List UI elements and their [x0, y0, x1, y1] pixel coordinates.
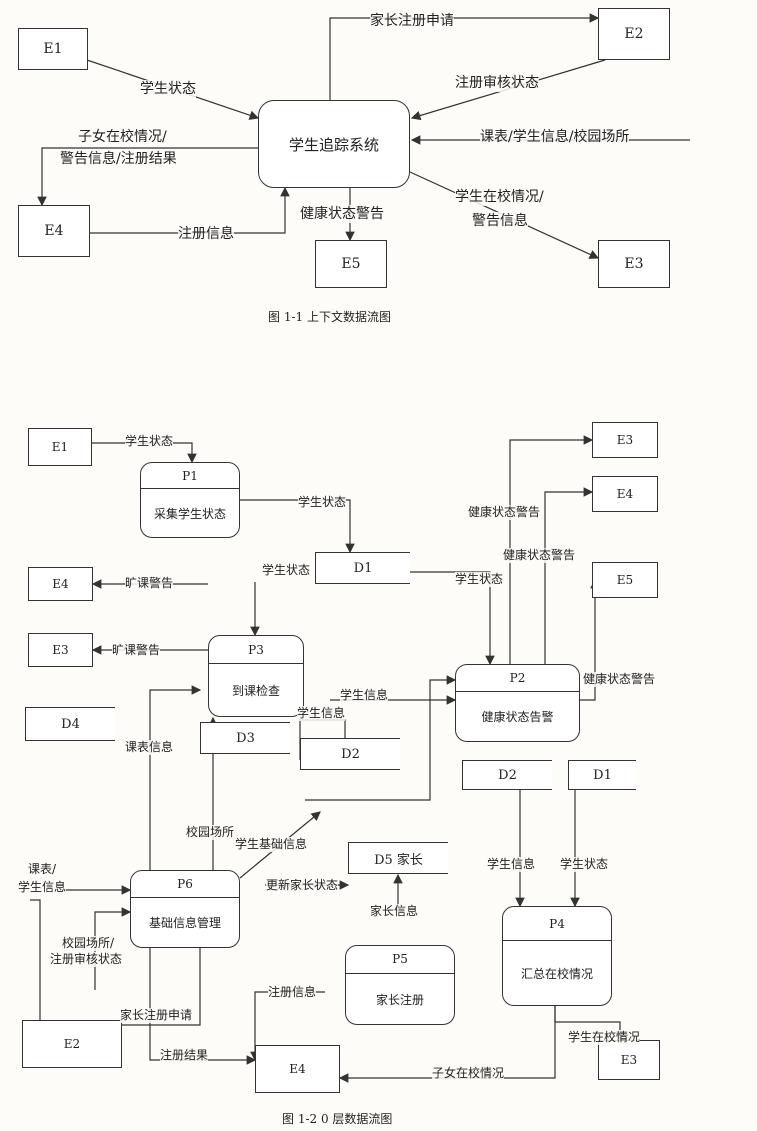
entity-e1: E1	[18, 28, 88, 70]
flow-timetable-line1: 课表/	[28, 862, 57, 877]
flow-p1-status: 学生状态	[298, 495, 347, 510]
flow-sinfo-p2: 学生信息	[340, 688, 389, 703]
store-d5-parent: D5 家长	[348, 842, 448, 874]
flow-review-status: 注册审核状态	[455, 74, 539, 92]
flow-register-info: 注册信息	[268, 985, 317, 1000]
process-p2: P2 健康状态告警	[455, 664, 580, 742]
flow-parent-info: 家长信息	[370, 904, 419, 919]
flow-school-info-line1: 学生在校情况/	[455, 188, 544, 206]
flow-parent-apply: 家长注册申请	[120, 1008, 193, 1023]
flow-health-alert: 健康状态警告	[300, 205, 384, 223]
entity-e5: E5	[315, 240, 387, 288]
flow-campus: 校园场所	[186, 825, 235, 840]
entity-e2: E2	[598, 8, 670, 60]
process-center: 学生追踪系统	[258, 100, 410, 188]
process-p1: P1 采集学生状态	[140, 462, 240, 538]
flow-absent-e3: 旷课警告	[112, 643, 161, 658]
flow-child-status: 子女在校情况	[432, 1066, 505, 1081]
flow-timetable-info: 课表信息	[125, 740, 174, 755]
flow-student-status: 学生状态	[140, 80, 196, 98]
flow-school-status: 学生在校情况	[568, 1030, 641, 1045]
flow-e1-status: 学生状态	[125, 434, 174, 449]
flow-child-info-line1: 子女在校情况/	[78, 128, 167, 146]
process-p3: P3 到课检查	[208, 635, 304, 717]
process-p4-id: P4	[503, 907, 611, 942]
process-p5: P5 家长注册	[345, 945, 455, 1025]
process-p4-name: 汇总在校情况	[520, 967, 593, 982]
process-p5-name: 家长注册	[375, 992, 424, 1007]
entity-e4-bottom: E4	[255, 1045, 340, 1093]
entity-e3: E3	[598, 240, 670, 288]
flow-absent-e4: 旷课警告	[125, 576, 174, 591]
entity-e3-bottom: E3	[598, 1040, 660, 1080]
entity-e3-top: E3	[592, 422, 658, 458]
flow-timetable: 课表/学生信息/校园场所	[480, 128, 630, 146]
flow-campus-review-line2: 注册审核状态	[50, 952, 123, 967]
flow-sinfo-p4: 学生信息	[487, 857, 536, 872]
process-p3-name: 到课检查	[231, 684, 280, 699]
store-d3: D3	[200, 722, 290, 754]
process-p2-id: P2	[456, 665, 579, 692]
process-p6: P6 基础信息管理	[130, 870, 240, 948]
process-p1-id: P1	[141, 463, 239, 490]
flow-health-e5: 健康状态警告	[583, 672, 656, 687]
flow-school-info-line2: 警告信息	[472, 212, 528, 230]
process-p4: P4 汇总在校情况	[502, 906, 612, 1006]
flow-sinfo-p3: 学生信息	[297, 706, 346, 721]
flow-d1-p2-status: 学生状态	[455, 572, 504, 587]
store-d2: D2	[300, 738, 400, 770]
flow-child-info-line2: 警告信息/注册结果	[60, 150, 177, 168]
diagram1-caption: 图 1-1 上下文数据流图	[268, 310, 391, 324]
flow-update-parent: 更新家长状态	[266, 878, 339, 893]
store-d1-right: D1	[568, 760, 636, 790]
flow-campus-review-line1: 校园场所/	[62, 936, 115, 951]
entity-e2: E2	[22, 1020, 122, 1068]
flow-d1-p3-status: 学生状态	[262, 563, 311, 578]
flow-basic-info: 学生基础信息	[235, 837, 308, 852]
flow-d1b-status: 学生状态	[560, 857, 609, 872]
entity-e4-top: E4	[592, 476, 658, 512]
store-d1: D1	[315, 552, 410, 584]
flow-health-e4: 健康状态警告	[503, 548, 576, 563]
entity-e3-left: E3	[28, 633, 93, 667]
flow-parent-register: 家长注册申请	[370, 12, 454, 30]
flow-timetable-line2: 学生信息	[18, 880, 67, 895]
process-p5-id: P5	[346, 946, 454, 974]
process-p1-name: 采集学生状态	[153, 507, 226, 522]
entity-e5: E5	[592, 562, 658, 598]
store-d2-right: D2	[462, 760, 552, 790]
entity-e1-l0: E1	[28, 428, 92, 466]
process-p3-id: P3	[209, 636, 303, 665]
process-p2-name: 健康状态告警	[481, 710, 554, 725]
flow-health-e3: 健康状态警告	[468, 505, 541, 520]
process-p6-id: P6	[131, 871, 239, 898]
flow-register-info: 注册信息	[178, 225, 234, 243]
flow-register-result: 注册结果	[160, 1048, 209, 1063]
store-d4: D4	[25, 707, 115, 741]
entity-e4-left: E4	[28, 567, 93, 601]
diagram2-connectors	[30, 435, 625, 1083]
entity-e4: E4	[18, 205, 90, 257]
process-p6-name: 基础信息管理	[148, 916, 221, 931]
diagram2-caption: 图 1-2 0 层数据流图	[282, 1112, 393, 1126]
